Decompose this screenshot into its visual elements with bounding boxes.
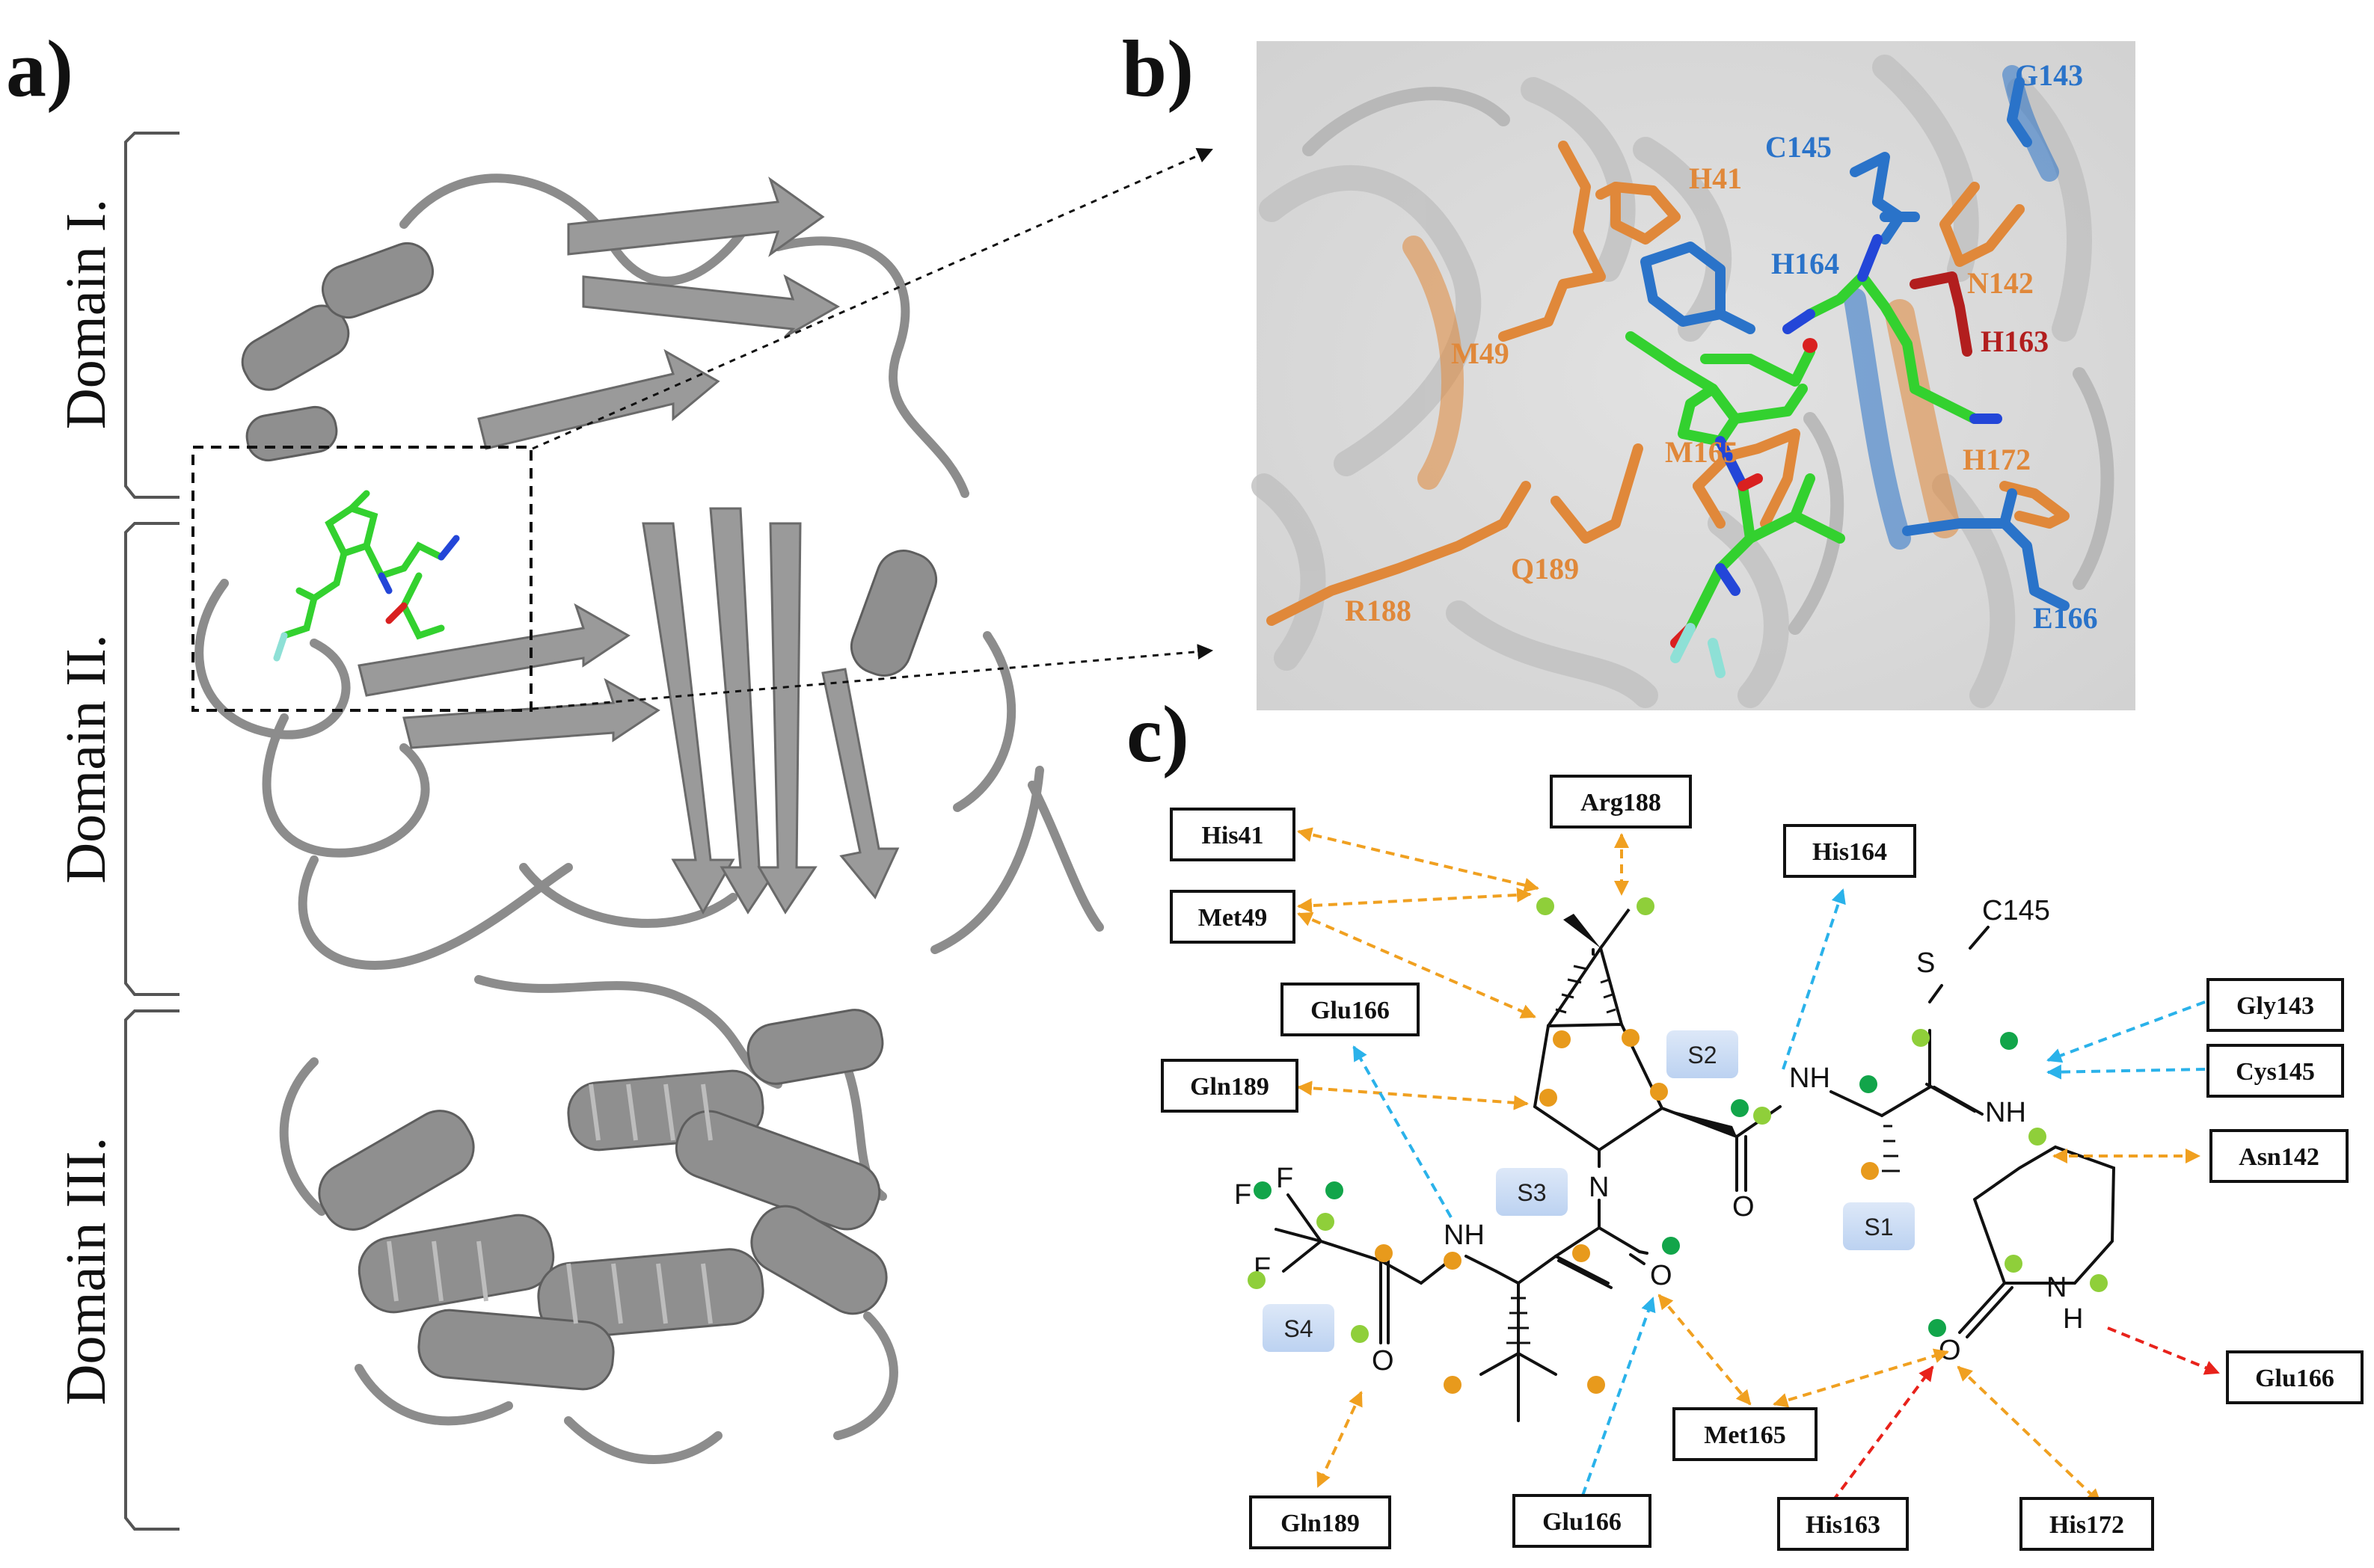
site-s2: S2 [1687, 1042, 1717, 1069]
zoom-arrow-top [532, 148, 1213, 450]
background-ribbons [1251, 55, 2092, 708]
svg-text:Glu166: Glu166 [1310, 997, 1390, 1024]
hash-bonds [1506, 965, 1900, 1344]
site-s4: S4 [1283, 1315, 1313, 1342]
panel-c-label: c) [1126, 690, 1189, 779]
inset-box [191, 446, 533, 712]
box-his172: His172 [2019, 1497, 2154, 1551]
label-n142: N142 [1967, 266, 2034, 300]
site-s1: S1 [1864, 1214, 1893, 1240]
interaction-arrows [1297, 827, 2220, 1504]
atom-f2: F [1234, 1179, 1251, 1211]
panel-b-label: b) [1122, 25, 1194, 114]
interaction-dots [1248, 897, 2108, 1394]
svg-text:Met49: Met49 [1198, 904, 1268, 932]
box-arg188: Arg188 [1550, 775, 1692, 828]
label-h164: H164 [1771, 247, 1839, 280]
atom-nh-amide: NH [1789, 1063, 1830, 1094]
svg-text:Cys145: Cys145 [2236, 1058, 2315, 1086]
label-h163: H163 [1981, 325, 2049, 358]
label-h172: H172 [1963, 443, 2031, 476]
zoom-arrow-bottom [532, 644, 1214, 710]
atom-o-tfa: O [1372, 1345, 1394, 1377]
atom-s: S [1916, 947, 1935, 979]
residue-sticks [1266, 77, 2070, 678]
atom-c145: C145 [1982, 895, 2050, 926]
label-q189: Q189 [1511, 552, 1579, 585]
atom-nh-left: NH [1444, 1220, 1485, 1251]
panel-b-labels: H41 C145 G143 H164 N142 H163 M49 M165 H1… [1345, 58, 2098, 635]
atom-nh-imine: NH [1985, 1097, 2026, 1128]
svg-text:Met165: Met165 [1704, 1421, 1786, 1449]
box-cys145: Cys145 [2206, 1044, 2344, 1098]
site-highlights [1263, 1030, 1915, 1352]
ligand-stick-small [273, 490, 460, 662]
atom-n-ring: N [1589, 1172, 1609, 1203]
box-met165: Met165 [1672, 1407, 1818, 1461]
label-h41: H41 [1689, 162, 1742, 195]
atom-labels: C145 S NH NH N O NH O O F F F O N H [1234, 895, 2083, 1377]
atom-o-lactam: O [1939, 1335, 1961, 1366]
atom-o-carbonyl: O [1732, 1191, 1755, 1223]
svg-text:Gly143: Gly143 [2236, 992, 2314, 1020]
atom-h-lactam: H [2063, 1303, 2083, 1335]
svg-text:Arg188: Arg188 [1580, 789, 1661, 817]
box-gly143: Gly143 [2206, 978, 2344, 1032]
box-glu166-top: Glu166 [1280, 983, 1420, 1036]
site-s3: S3 [1517, 1179, 1546, 1206]
box-gln189-bottom: Gln189 [1249, 1495, 1391, 1549]
box-glu166-bottom: Glu166 [1512, 1494, 1651, 1548]
label-g143: G143 [2015, 58, 2083, 92]
box-his163: His163 [1777, 1497, 1909, 1551]
label-r188: R188 [1345, 594, 1411, 627]
label-m165: M165 [1665, 435, 1738, 469]
svg-text:Glu166: Glu166 [2255, 1365, 2334, 1392]
label-c145: C145 [1765, 130, 1832, 164]
panel-c: c) S2 S3 S1 S4 [1126, 690, 2364, 1551]
box-met49: Met49 [1170, 890, 1295, 944]
box-glu166-right: Glu166 [2226, 1350, 2364, 1404]
residue-boxes: His41 Met49 Arg188 His164 Glu166 Gln189 [1161, 775, 2364, 1551]
box-his41: His41 [1170, 808, 1295, 861]
domain-ii-label: Domain II. [55, 634, 117, 883]
wedge-methyl-left [1563, 914, 1601, 948]
svg-text:His172: His172 [2049, 1511, 2124, 1539]
box-his164: His164 [1783, 824, 1916, 878]
label-m49: M49 [1451, 336, 1509, 370]
svg-text:Glu166: Glu166 [1542, 1508, 1622, 1536]
domain-iii-label: Domain III. [55, 1137, 117, 1406]
protein-cartoon [194, 173, 1104, 1465]
svg-text:Gln189: Gln189 [1280, 1510, 1360, 1537]
svg-text:Gln189: Gln189 [1190, 1073, 1269, 1101]
svg-text:His163: His163 [1806, 1511, 1880, 1539]
panel-a-label: a) [6, 25, 73, 114]
atom-f1: F [1276, 1163, 1293, 1194]
label-e166: E166 [2033, 601, 2098, 635]
atom-o-right: O [1650, 1260, 1672, 1291]
domain-brackets [124, 132, 180, 1531]
domain-i-label: Domain I. [55, 199, 117, 429]
bond-methyl-right [1599, 908, 1631, 950]
oxygen-atom [1803, 338, 1818, 353]
svg-text:His164: His164 [1812, 838, 1887, 866]
box-asn142: Asn142 [2209, 1129, 2349, 1183]
wedge-amide [1662, 1108, 1737, 1137]
svg-text:His41: His41 [1201, 822, 1263, 849]
atom-n-lactam: N [2046, 1272, 2067, 1303]
panel-b: b) [1122, 25, 2135, 710]
svg-text:Asn142: Asn142 [2239, 1143, 2319, 1171]
panel-a: a) Domain I. Domain II. Domain III. [6, 25, 1214, 1531]
box-gln189-top: Gln189 [1161, 1059, 1298, 1113]
